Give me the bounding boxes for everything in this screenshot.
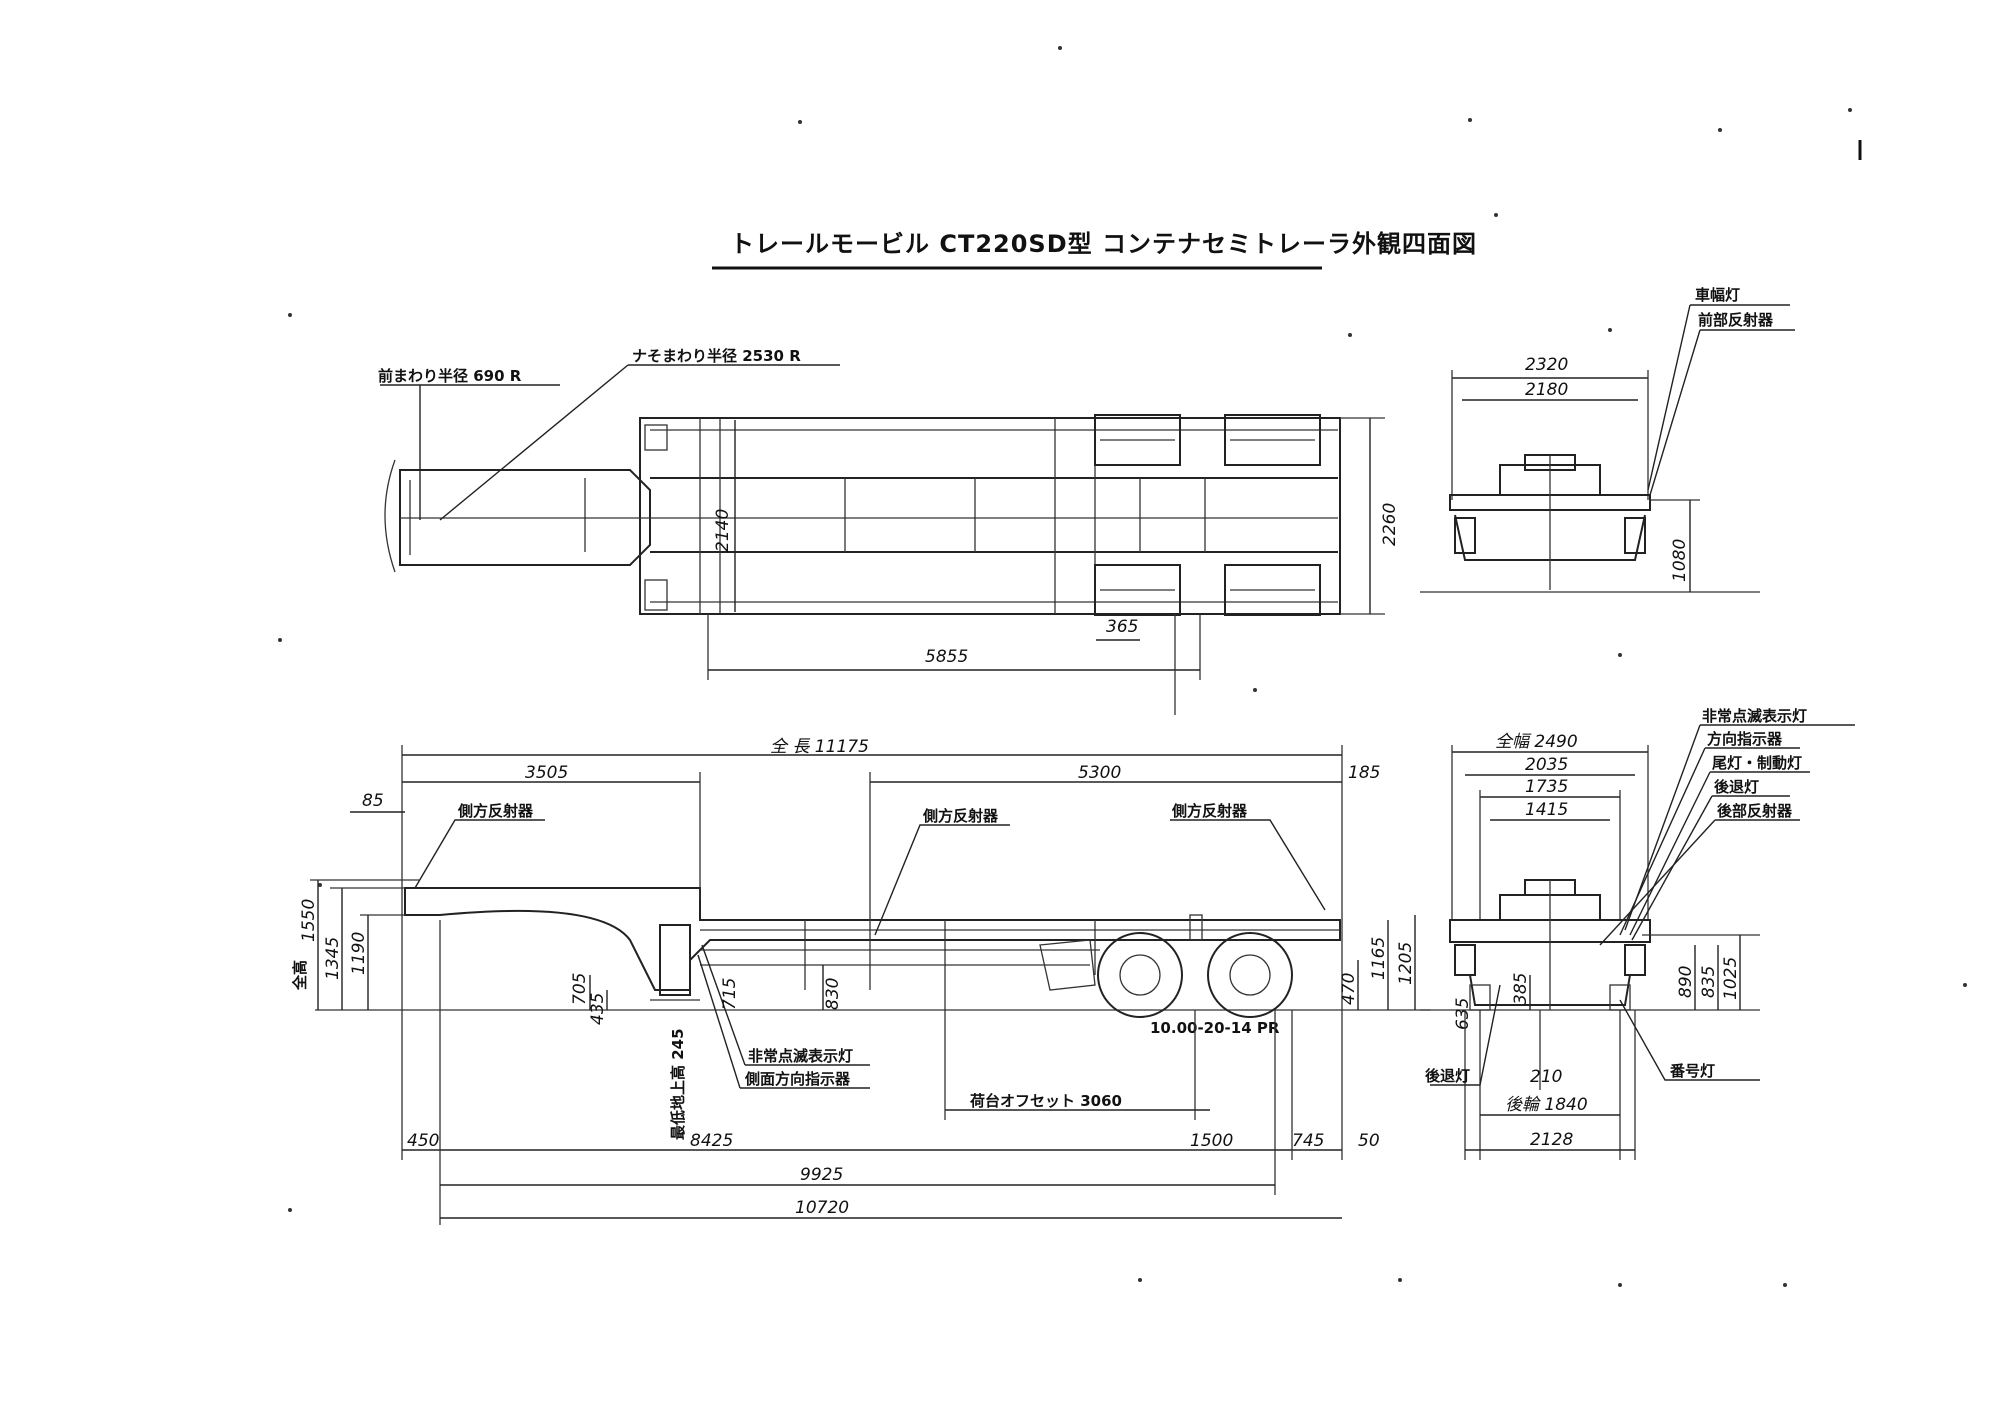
side-dim-5300: 5300 <box>1078 763 1121 783</box>
side-b-745: 745 <box>1292 1131 1324 1151</box>
front-view: 2320 2180 1080 車幅灯 前部反射器 <box>1420 286 1795 593</box>
rear-wheel-2 <box>1207 932 1293 1018</box>
rear-label-back: 後退灯 <box>1713 778 1759 796</box>
side-b-1500: 1500 <box>1190 1131 1233 1151</box>
side-label-side-turn: 側面方向指示器 <box>744 1070 851 1088</box>
side-b-8425: 8425 <box>690 1131 733 1151</box>
side-b-450: 450 <box>407 1131 439 1151</box>
front-width-inner: 2180 <box>1525 380 1568 400</box>
rear-w-1735: 1735 <box>1525 777 1568 797</box>
side-overall-length: 全 長 11175 <box>770 737 869 757</box>
front-coupler-height: 1080 <box>1670 539 1690 582</box>
rear-rear-track: 後輪 1840 <box>1505 1095 1588 1115</box>
side-b-9925: 9925 <box>800 1165 843 1185</box>
side-h-435: 435 <box>588 993 608 1025</box>
side-dim-85: 85 <box>362 791 384 811</box>
plan-axle-dim: 5855 <box>925 647 968 667</box>
drawing-title: トレールモービル CT220SD型 コンテナセミトレーラ外観四面図 <box>730 230 1477 258</box>
rear-view: 全幅 2490 2035 1735 1415 890 835 1025 635 … <box>1420 707 1855 1160</box>
rear-label-turn: 方向指示器 <box>1707 730 1783 748</box>
rear-label-reverse: 後退灯 <box>1424 1067 1470 1085</box>
rear-wheel-1 <box>1097 932 1183 1018</box>
side-h-1345: 1345 <box>323 937 343 980</box>
rear-w-2128: 2128 <box>1530 1130 1573 1150</box>
side-label-reflector-1: 側方反射器 <box>457 802 534 820</box>
side-label-tire: 10.00-20-14 PR <box>1150 1019 1280 1037</box>
side-h-1190: 1190 <box>349 932 369 975</box>
side-label-reflector-3: 側方反射器 <box>1171 802 1248 820</box>
plan-view: 前まわり半径 690 R ナそまわり半径 2530 R 2140 2260 58… <box>378 347 1400 715</box>
plan-inner-width: 2140 <box>713 509 733 552</box>
rear-w-2035: 2035 <box>1525 755 1568 775</box>
side-label-overall-height: 全高 <box>291 960 309 991</box>
rear-overall-width: 全幅 2490 <box>1495 732 1578 752</box>
side-h-1165: 1165 <box>1369 937 1389 980</box>
front-label-front-reflector: 前部反射器 <box>1698 311 1774 329</box>
front-width-outer: 2320 <box>1525 355 1568 375</box>
rear-label-tail: 尾灯・制動灯 <box>1712 754 1802 772</box>
side-h-1205: 1205 <box>1396 942 1416 985</box>
plan-small-dim: 365 <box>1106 617 1138 637</box>
side-h-705: 705 <box>570 973 590 1005</box>
side-h-470: 470 <box>1339 973 1359 1005</box>
side-b-50: 50 <box>1358 1131 1380 1151</box>
side-dim-185: 185 <box>1348 763 1380 783</box>
front-label-width-light: 車幅灯 <box>1695 286 1740 304</box>
side-dim-3505: 3505 <box>525 763 568 783</box>
side-h-1550: 1550 <box>299 899 319 942</box>
rear-h-635: 635 <box>1453 998 1473 1030</box>
rear-label-hazard: 非常点滅表示灯 <box>1702 707 1807 725</box>
plan-outer-width: 2260 <box>1380 503 1400 546</box>
rear-label-plate: 番号灯 <box>1669 1062 1715 1080</box>
rear-h-210: 210 <box>1530 1067 1562 1087</box>
side-h-830: 830 <box>823 978 843 1010</box>
side-label-hazard: 非常点滅表示灯 <box>748 1047 853 1065</box>
turning-radius-front: 前まわり半径 690 R <box>378 367 522 385</box>
side-view: 全 長 11175 3505 5300 185 85 側方反射器 側方反射器 側… <box>291 737 1430 1225</box>
side-label-offset: 荷台オフセット 3060 <box>970 1092 1122 1110</box>
rear-h-1025: 1025 <box>1721 957 1741 1000</box>
side-b-10720: 10720 <box>795 1198 849 1218</box>
rear-h-385: 385 <box>1511 973 1531 1005</box>
scan-noise <box>278 46 1967 1287</box>
rear-label-rear-reflector: 後部反射器 <box>1716 802 1793 820</box>
side-label-reflector-2: 側方反射器 <box>922 807 999 825</box>
rear-h-890: 890 <box>1676 966 1696 998</box>
turning-radius-rear: ナそまわり半径 2530 R <box>632 347 801 365</box>
rear-w-1415: 1415 <box>1525 800 1568 820</box>
rear-h-835: 835 <box>1699 966 1719 998</box>
side-h-715: 715 <box>720 978 740 1010</box>
side-label-ground-clearance: 最低地上高 245 <box>669 1028 687 1140</box>
